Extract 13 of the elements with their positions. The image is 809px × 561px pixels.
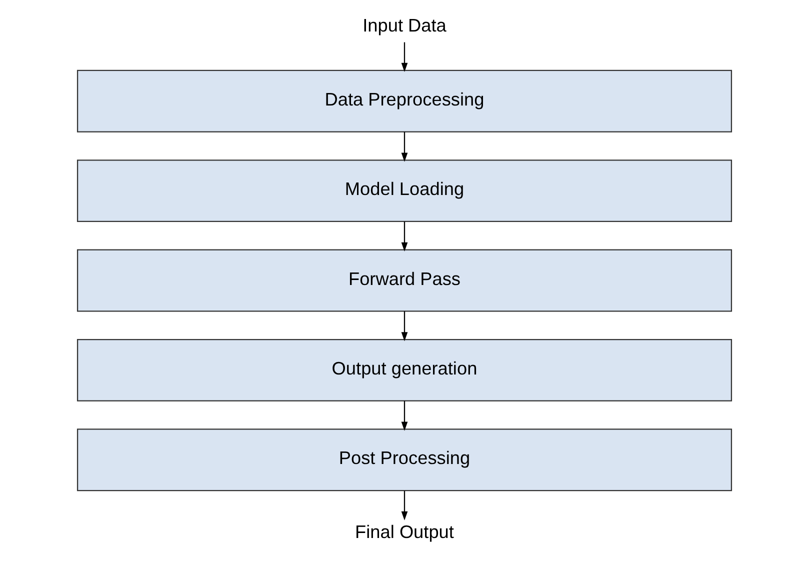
node-box: Forward Pass <box>76 249 732 312</box>
node-box: Post Processing <box>76 428 732 492</box>
node-box: Output generation <box>76 338 732 402</box>
arrow <box>401 400 408 431</box>
arrow <box>401 222 408 252</box>
arrow <box>401 42 408 72</box>
node-text: Final Output <box>355 522 454 542</box>
arrow <box>401 311 408 342</box>
node-box: Model Loading <box>76 160 732 222</box>
node-box: Data Preprocessing <box>76 70 732 132</box>
arrow <box>401 490 408 520</box>
node-text: Input Data <box>362 16 446 36</box>
arrow <box>401 132 408 162</box>
